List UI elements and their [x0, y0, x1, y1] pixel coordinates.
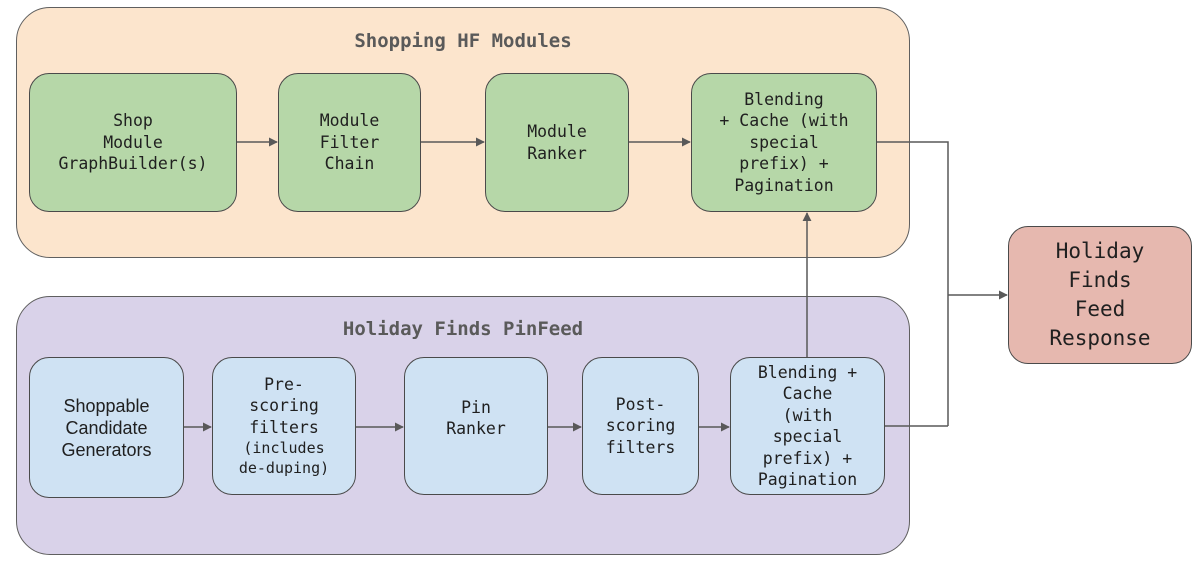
holiday-finds-feed-response-node: Holiday Finds Feed Response: [1008, 226, 1192, 364]
line-shopping-blending-to-junction: [877, 141, 949, 426]
pinfeed-blending-node: Blending + Cache (with special prefix) +…: [730, 357, 885, 495]
holiday-finds-feed-response-label: Holiday Finds Feed Response: [1049, 239, 1151, 350]
prescoring-filters-note: (includes de-duping): [238, 439, 330, 478]
pinfeed-blending-label: Blending + Cache (with special prefix) +…: [757, 362, 858, 490]
pin-ranker-label: Pin Ranker: [446, 397, 506, 439]
module-ranker-node: Module Ranker: [485, 73, 629, 212]
shoppable-candidate-generators-node: Shoppable Candidate Generators: [29, 357, 184, 498]
postscoring-filters-node: Post- scoring filters: [582, 357, 699, 495]
prescoring-filters-label: Pre- scoring filters: [249, 374, 319, 437]
pinfeed-group-title: Holiday Finds PinFeed: [342, 318, 584, 340]
shoppable-candidate-generators-label: Shoppable Candidate Generators: [61, 395, 152, 460]
shopping-group-title: Shopping HF Modules: [354, 30, 572, 52]
shop-module-graphbuilder-label: Shop Module GraphBuilder(s): [58, 111, 208, 174]
pin-ranker-node: Pin Ranker: [404, 357, 548, 495]
shopping-blending-node: Blending + Cache (with special prefix) +…: [691, 73, 877, 212]
shop-module-graphbuilder-node: Shop Module GraphBuilder(s): [29, 73, 237, 212]
postscoring-filters-label: Post- scoring filters: [605, 394, 676, 457]
module-filter-chain-label: Module Filter Chain: [319, 111, 380, 174]
shopping-blending-label: Blending + Cache (with special prefix) +…: [719, 89, 849, 195]
module-filter-chain-node: Module Filter Chain: [278, 73, 421, 212]
prescoring-filters-node: Pre- scoring filters (includes de-duping…: [212, 357, 356, 495]
module-ranker-label: Module Ranker: [527, 122, 587, 163]
